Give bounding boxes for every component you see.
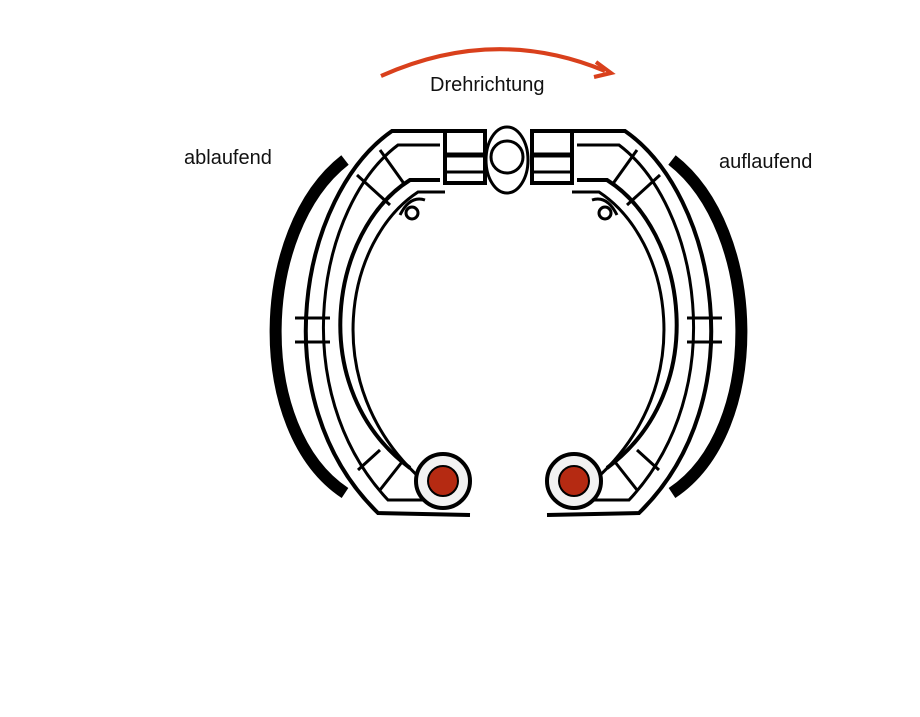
leading-shoe bbox=[532, 131, 741, 515]
rotation-direction-label: Drehrichtung bbox=[430, 74, 545, 96]
trailing-shoe bbox=[276, 131, 485, 515]
trailing-shoe-label: ablaufend bbox=[184, 147, 272, 169]
rotation-arrow-icon bbox=[380, 47, 616, 79]
cam bbox=[484, 125, 530, 195]
leading-shoe-label: auflaufend bbox=[719, 151, 813, 173]
